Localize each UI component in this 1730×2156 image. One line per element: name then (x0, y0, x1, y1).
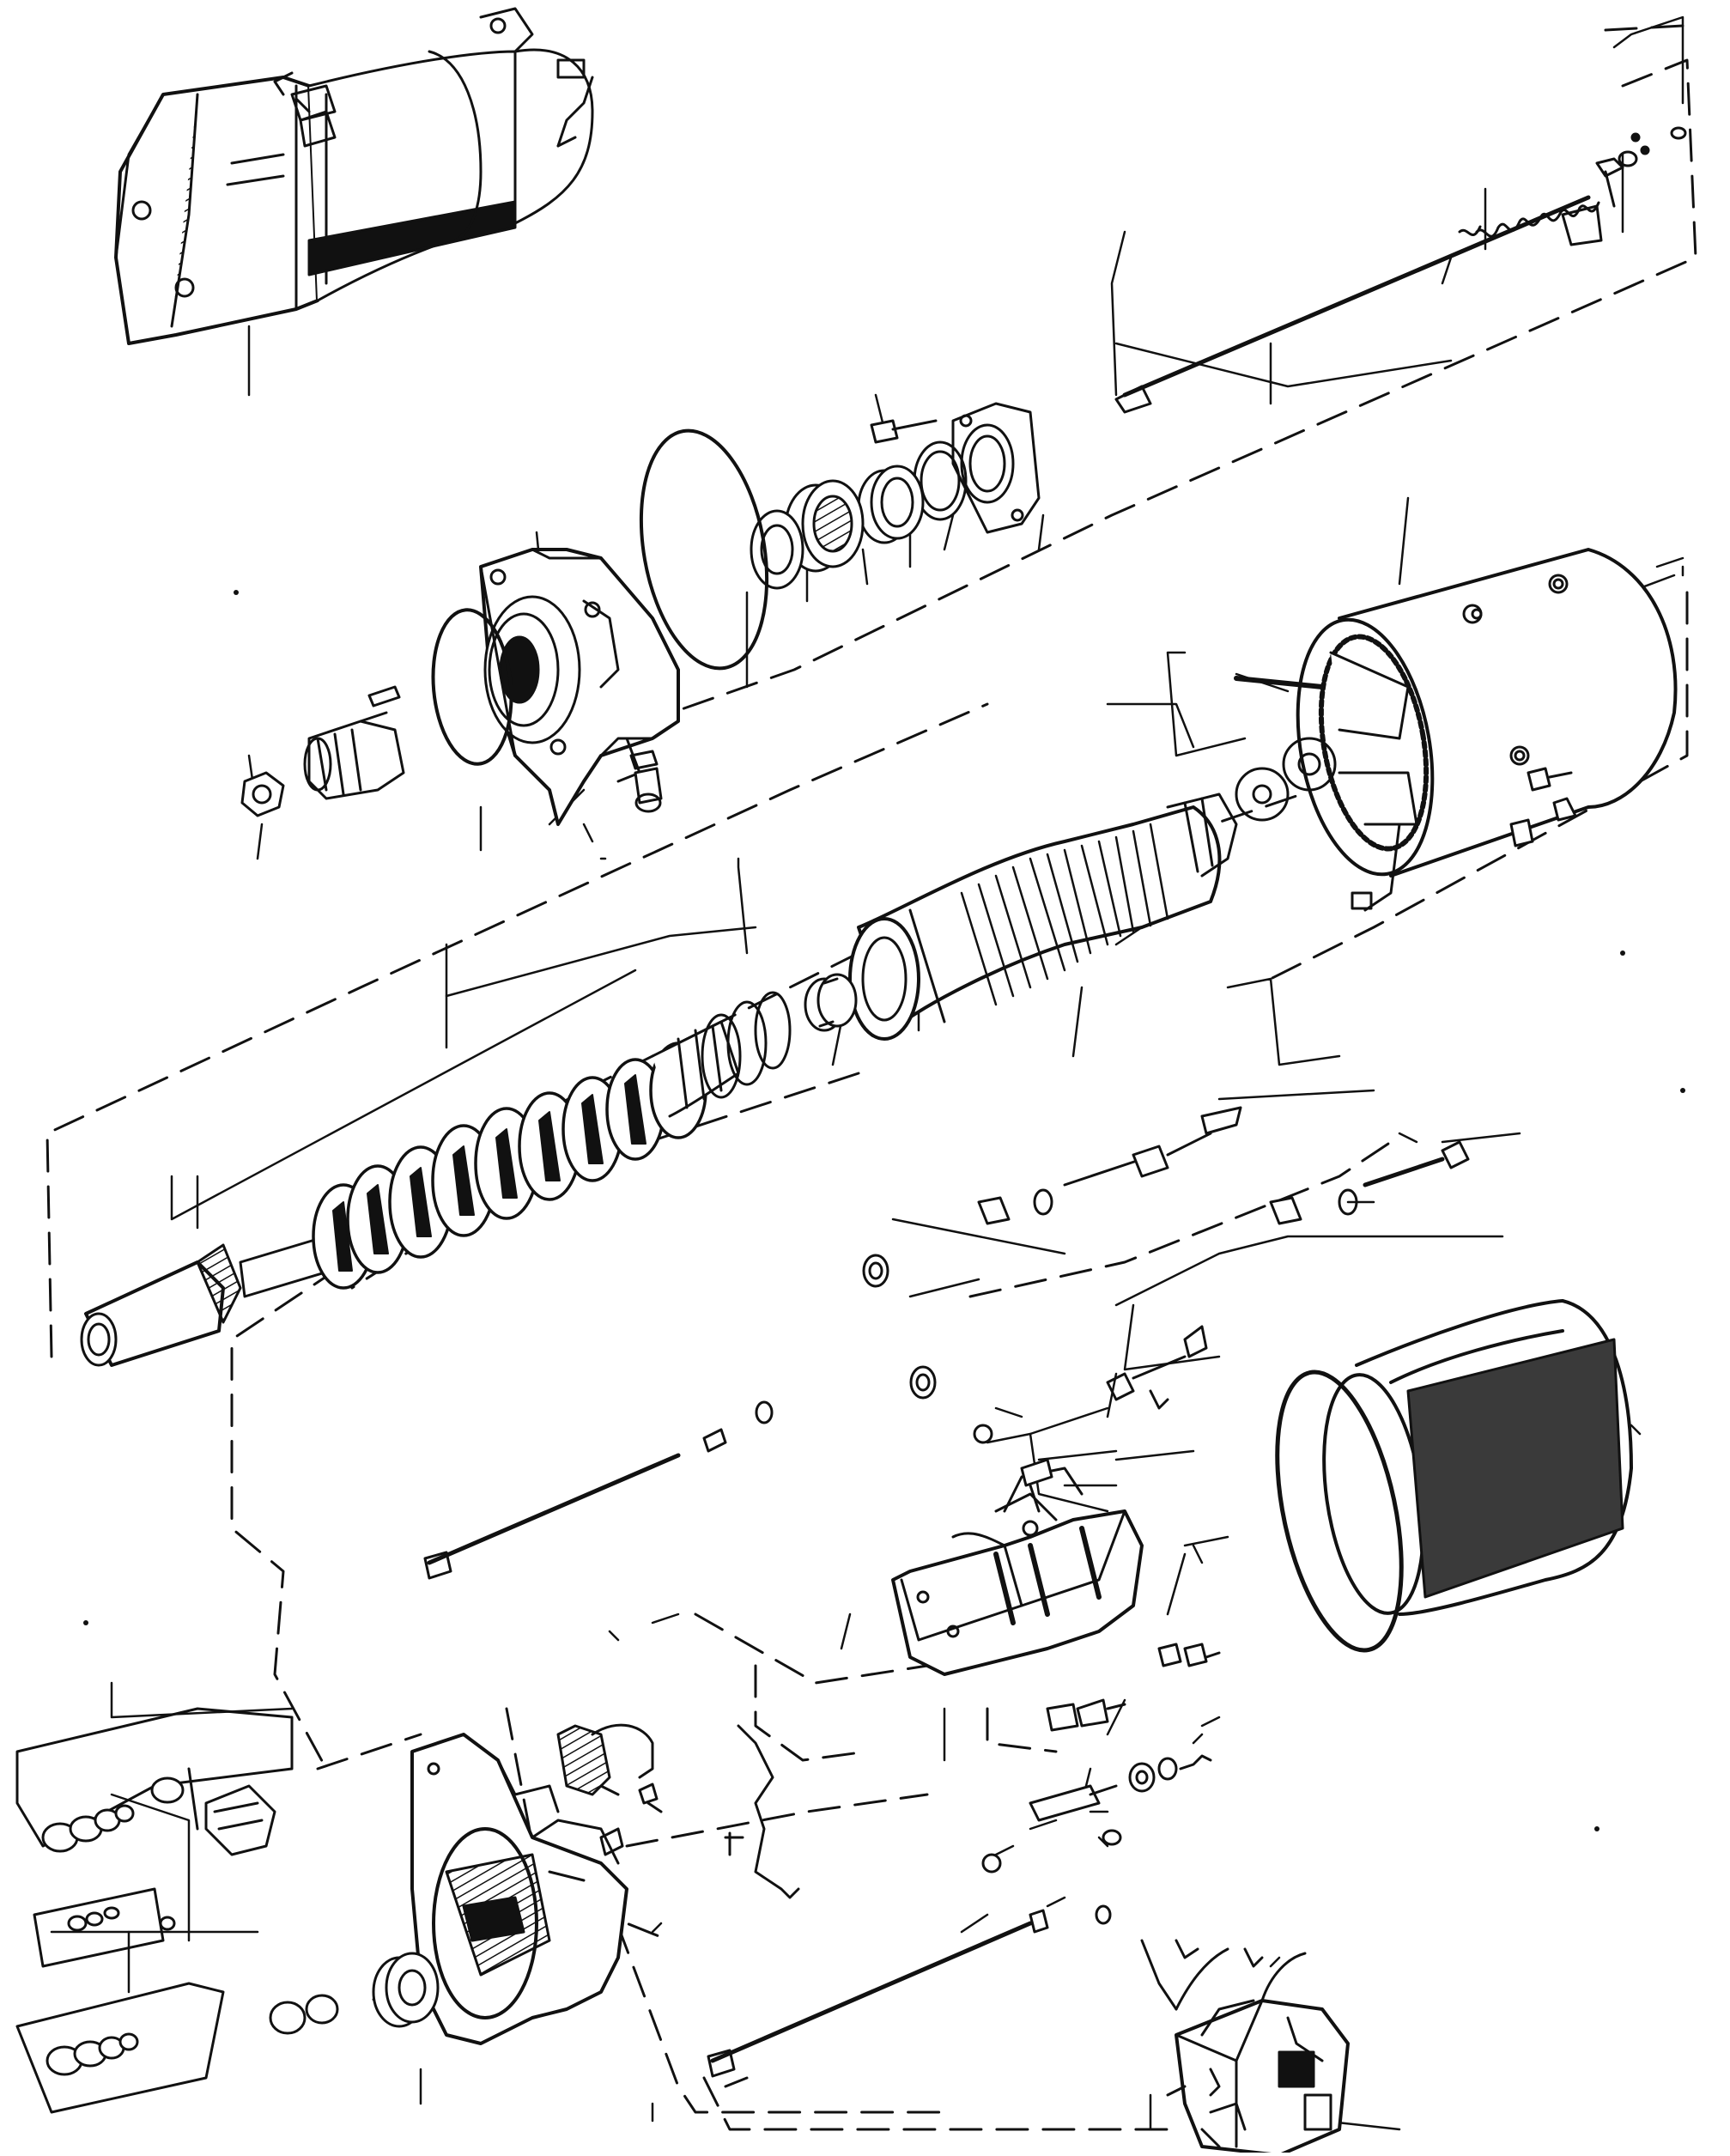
frame-bearing (372, 1952, 440, 2028)
drive-end-housing (479, 548, 680, 826)
commutator-end-frame (410, 1733, 628, 2045)
starter-assembly (114, 7, 594, 345)
lower-connector-studs (724, 1724, 1212, 2088)
commutator-bushing (804, 973, 858, 1032)
spring-sleeve (1458, 201, 1600, 238)
large-o-ring (639, 428, 769, 671)
solenoid-screws (1020, 1458, 1221, 1732)
band-cover (1322, 1299, 1633, 1616)
terminal-block (1140, 1939, 1350, 2156)
terminal-link (862, 1188, 1358, 1444)
woodruff-key (359, 685, 401, 723)
spring-pack-shaft (80, 991, 792, 1367)
small-hardware-marks (83, 590, 1685, 1831)
housing-screws (1509, 767, 1577, 847)
pinion (303, 720, 405, 800)
thrust-washer-pair (1235, 737, 1337, 822)
bearing-plate (951, 402, 1041, 534)
through-bolt (1063, 1106, 1470, 1187)
small-stud-assembly (629, 750, 663, 813)
callout-leader-lines (50, 15, 1684, 2131)
armature (848, 793, 1238, 1041)
explosion-axis-lines (46, 24, 1697, 2131)
housing-o-ring (431, 608, 513, 766)
field-coil-housing (1234, 548, 1678, 912)
terminal-kit (15, 1707, 339, 2114)
bearing-inner (750, 509, 804, 590)
brush-holder (556, 1723, 663, 1856)
long-tie-rod (423, 1400, 1112, 2078)
bearing-outer (857, 465, 925, 544)
solenoid-switch (891, 1467, 1144, 1676)
plate-screw (870, 419, 938, 444)
band-ring (1275, 1370, 1404, 1653)
pinion-nut (240, 771, 285, 817)
